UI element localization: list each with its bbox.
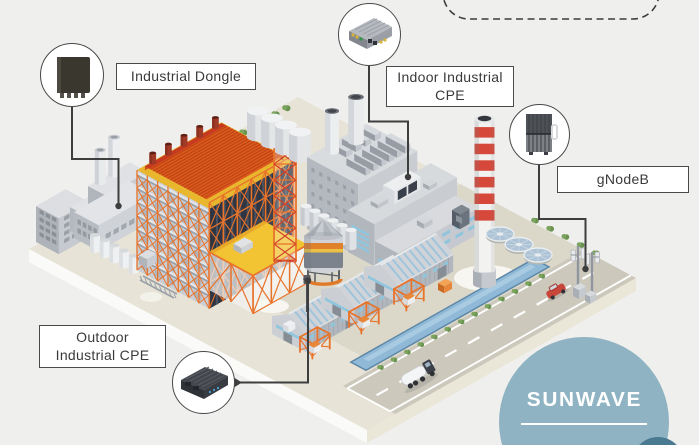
gnodeb-label-box: gNodeB <box>557 166 689 193</box>
clarifier-tanks <box>485 226 553 265</box>
power-plant <box>247 94 478 280</box>
sunwave-logo-text: SUNWAVE <box>526 389 642 411</box>
construction-building <box>136 116 295 309</box>
outdoor-industrial-cpe-label-line1: Outdoor <box>76 328 129 345</box>
corner-accent-circle <box>632 437 684 445</box>
tanker-truck <box>401 359 439 393</box>
outdoor-industrial-cpe-circle <box>172 351 235 414</box>
network-cloud-outline <box>443 0 659 20</box>
substation-cabinet <box>452 204 470 230</box>
gnodeb-device-icon <box>526 114 558 155</box>
indoor-industrial-cpe-circle <box>338 3 401 66</box>
industrial-dongle-device-icon <box>57 57 90 98</box>
crates <box>438 278 452 294</box>
gantry-crane <box>348 301 380 335</box>
outdoor-industrial-cpe-device-icon <box>181 366 228 399</box>
industrial-dongle-label: Industrial Dongle <box>130 67 242 84</box>
warehouse <box>364 232 454 303</box>
indoor-industrial-cpe-device-icon <box>349 18 392 49</box>
indoor-industrial-cpe-label-line2: CPE <box>435 86 465 103</box>
water-canal <box>349 257 551 372</box>
water-tower <box>304 219 343 286</box>
crates <box>283 320 296 333</box>
gnodeb-circle <box>509 104 570 165</box>
outdoor-industrial-cpe-label-line2: Industrial CPE <box>55 346 150 363</box>
outdoor-industrial-cpe-label-box: Outdoor Industrial CPE <box>39 325 166 368</box>
industrial-dongle-circle <box>40 43 104 107</box>
callout-connectors <box>71 66 589 388</box>
ground-walkway <box>139 249 178 299</box>
striped-chimney <box>473 115 496 289</box>
indoor-industrial-cpe-label-line1: Indoor Industrial <box>397 68 503 85</box>
gnodeb-label: gNodeB <box>596 170 650 187</box>
sunwave-logo-underline <box>521 423 647 425</box>
red-car <box>546 283 569 302</box>
industrial-dongle-label-box: Industrial Dongle <box>116 63 256 90</box>
gantry-crane <box>393 278 425 312</box>
indoor-industrial-cpe-label-box: Indoor Industrial CPE <box>386 66 514 107</box>
